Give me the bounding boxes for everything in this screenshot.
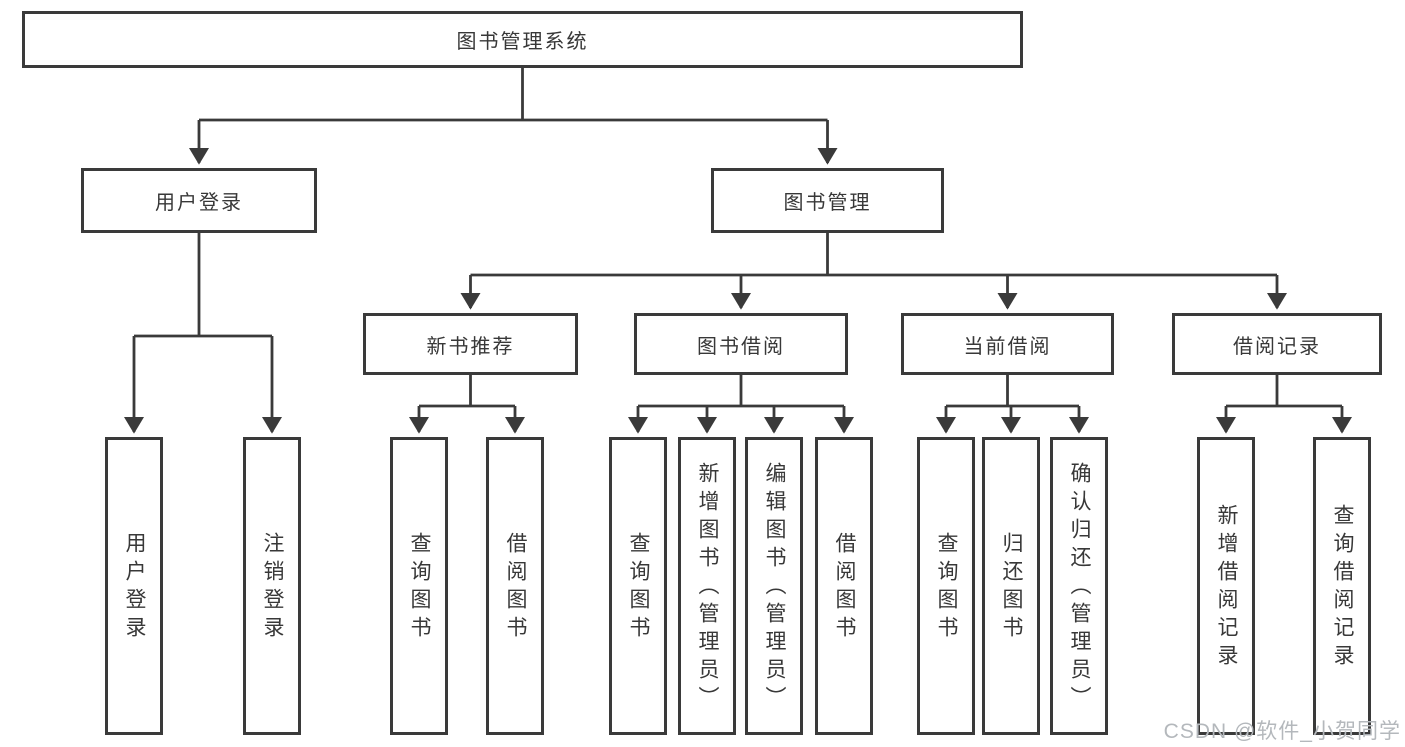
csdn-watermark: CSDN @软件_小贺同学 [1163, 720, 1401, 743]
branch-node-book-management: 图书管理 [711, 168, 944, 233]
leaf-node-query-books-borrow: 查询图书 [609, 437, 667, 735]
group-node-book-borrow: 图书借阅 [634, 313, 848, 375]
leaf-node-add-books-admin: 新增图书（管理员） [678, 437, 736, 735]
root-node-library-system: 图书管理系统 [22, 11, 1023, 68]
leaf-node-query-borrow-record: 查询借阅记录 [1313, 437, 1371, 735]
leaf-node-query-books-recommend: 查询图书 [390, 437, 448, 735]
group-node-borrow-records: 借阅记录 [1172, 313, 1382, 375]
branch-node-user-login: 用户登录 [81, 168, 317, 233]
leaf-node-query-books-current: 查询图书 [917, 437, 975, 735]
leaf-node-return-books: 归还图书 [982, 437, 1040, 735]
leaf-node-edit-books-admin: 编辑图书（管理员） [745, 437, 803, 735]
leaf-node-user-login: 用户登录 [105, 437, 163, 735]
leaf-node-logout: 注销登录 [243, 437, 301, 735]
leaf-node-borrow-books-recommend: 借阅图书 [486, 437, 544, 735]
leaf-node-borrow-books: 借阅图书 [815, 437, 873, 735]
group-node-current-borrow: 当前借阅 [901, 313, 1114, 375]
group-node-new-book-recommend: 新书推荐 [363, 313, 578, 375]
leaf-node-add-borrow-record: 新增借阅记录 [1197, 437, 1255, 735]
leaf-node-confirm-return-admin: 确认归还（管理员） [1050, 437, 1108, 735]
